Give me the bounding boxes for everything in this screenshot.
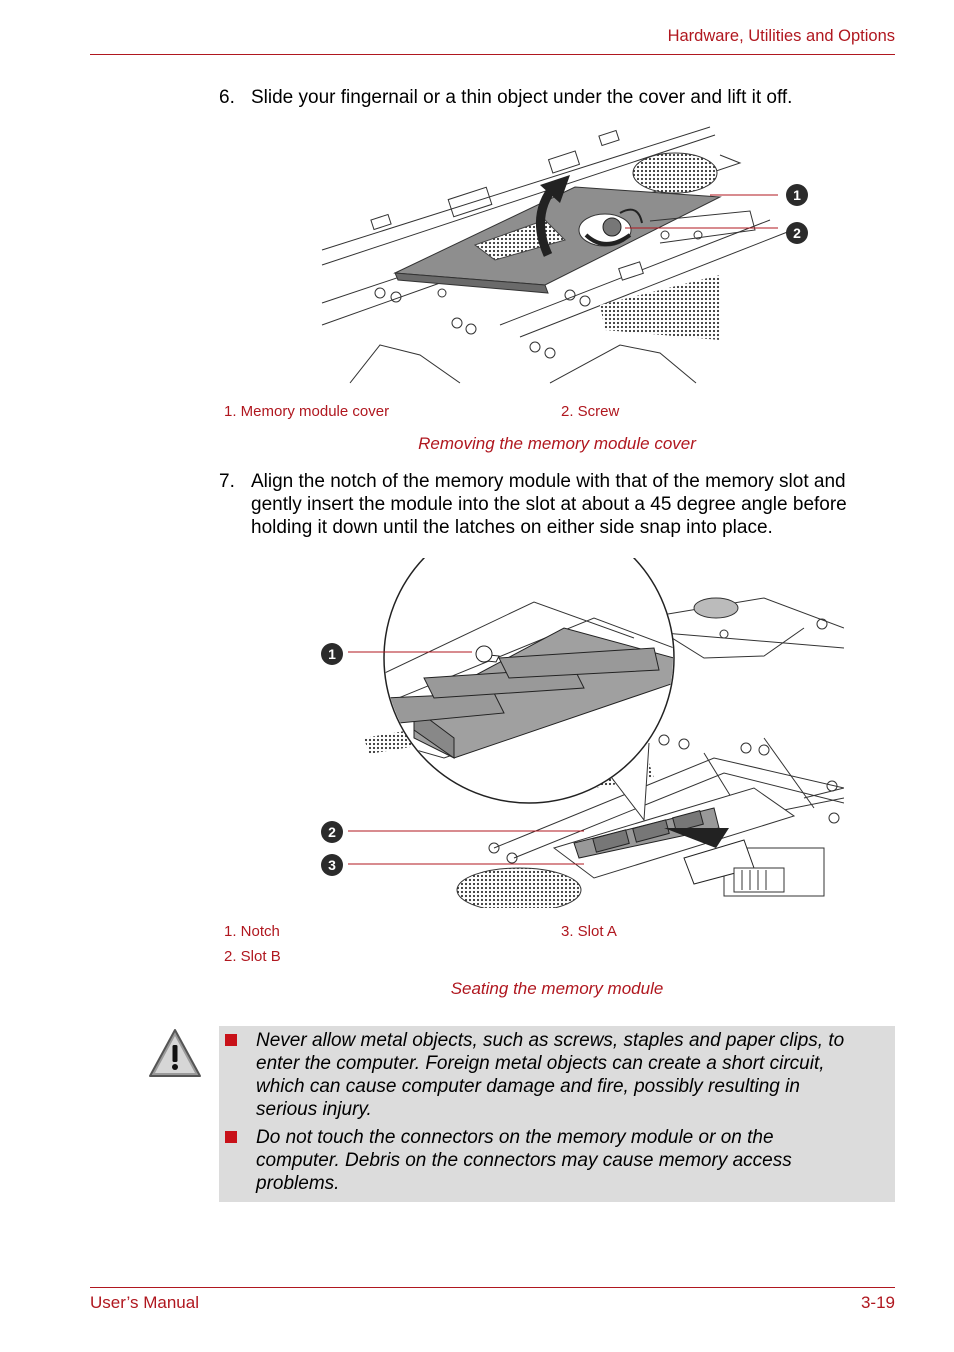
warning-item-connectors: Do not touch the connectors on the memor…: [256, 1126, 886, 1195]
warning-line: problems.: [256, 1173, 340, 1194]
figure2-callout-2: 2: [321, 821, 343, 843]
step-text: Align the notch of the memory module wit…: [251, 470, 847, 539]
figure1-legend-item-1: 1. Memory module cover: [224, 403, 390, 420]
footer-manual-title: User’s Manual: [90, 1293, 199, 1312]
footer-page-number: 3-19: [860, 1293, 895, 1312]
step-text-line: Align the notch of the memory module wit…: [251, 471, 846, 492]
figure1-caption: Removing the memory module cover: [418, 434, 696, 453]
warning-line: Do not touch the connectors on the memor…: [256, 1127, 774, 1148]
step-number: 6.: [219, 87, 235, 108]
step-text-line: holding it down until the latches on eit…: [251, 517, 773, 538]
caution-triangle-icon: [149, 1029, 201, 1077]
figure2-caption: Seating the memory module: [450, 979, 664, 998]
step-number: 7.: [219, 471, 235, 492]
figure2-legend-item-notch: 1. Notch: [224, 923, 280, 940]
warning-line: enter the computer. Foreign metal object…: [256, 1053, 825, 1074]
figure-seat-module: [348, 558, 844, 908]
figure2-callout-3: 3: [321, 854, 343, 876]
warning-line: computer. Debris on the connectors may c…: [256, 1150, 792, 1171]
footer-rule: [90, 1287, 895, 1288]
header-section-title: Hardware, Utilities and Options: [667, 27, 895, 45]
bullet-marker: [225, 1034, 237, 1046]
step-text-line: gently insert the module into the slot a…: [251, 494, 847, 515]
step-text: Slide your fingernail or a thin object u…: [251, 87, 793, 108]
figure2-legend-item-slot-a: 3. Slot A: [561, 923, 617, 940]
warning-line: Never allow metal objects, such as screw…: [256, 1030, 845, 1051]
warning-line: serious injury.: [256, 1099, 372, 1120]
figure1-legend-item-2: 2. Screw: [561, 403, 620, 420]
figure-remove-cover: [321, 126, 791, 384]
bullet-marker: [225, 1131, 237, 1143]
figure1-callout-1: 1: [786, 184, 808, 206]
figure1-callout-2: 2: [786, 222, 808, 244]
header-rule: [90, 54, 895, 55]
figure2-legend-item-slot-b: 2. Slot B: [224, 948, 281, 965]
figure2-callout-1: 1: [321, 643, 343, 665]
warning-item-metal-objects: Never allow metal objects, such as screw…: [256, 1029, 886, 1121]
warning-line: which can cause computer damage and fire…: [256, 1076, 800, 1097]
warning-note: Never allow metal objects, such as screw…: [219, 1026, 895, 1202]
